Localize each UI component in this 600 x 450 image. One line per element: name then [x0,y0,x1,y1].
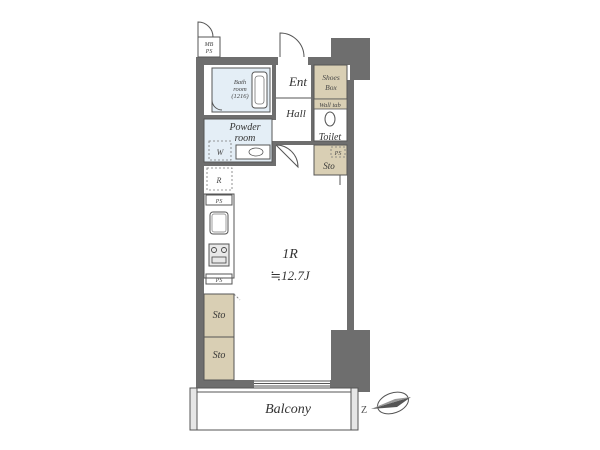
svg-text:Z: Z [361,405,367,416]
compass-north-icon: Z [361,391,411,416]
toilet-side-storage: PS Sto [313,144,348,185]
toilet-room: Wall tab Toilet [313,98,348,143]
ps-label-toilet: PS [334,151,342,157]
room-type-label: 1R [282,247,298,262]
main-room: 1R ≒12.7J [270,247,311,283]
kitchen-column: PS PS [203,193,235,285]
balcony-label: Balcony [265,402,312,417]
room-area-label: ≒12.7J [270,268,311,283]
sto-label-lower: Sto [213,350,226,361]
hall: Hall [285,108,306,120]
entrance: Ent [276,74,311,99]
shoes-label: Shoes [322,73,340,82]
storage-lower: Sto Sto [203,293,241,381]
ps-label-lower: PS [215,278,223,284]
toilet-icon [324,111,336,127]
ps-label-kitchen: PS [215,199,223,205]
shoes-box: Shoes Box [313,64,348,100]
fridge-label: R [216,176,222,185]
powder-label: Powder [228,122,260,133]
bath-room-label: room [233,86,247,93]
powder-room: Powder room W [203,118,273,163]
outer-walls [196,38,370,392]
ps-label: PS [205,49,213,55]
wall-tab-label: Wall tab [319,102,341,109]
bathtub-icon [251,71,268,109]
stove-icon [208,243,230,267]
sto-label-toilet: Sto [323,161,335,171]
bathroom: Bath room (1216) [211,67,271,113]
entrance-label: Ent [288,74,307,89]
door-swing-icon [197,21,305,58]
mb-ps-box: MB PS [197,36,221,58]
room-label: room [235,133,256,144]
mb-label: MB [204,42,214,48]
balcony-window [254,380,330,387]
toilet-label: Toilet [319,132,342,143]
refrigerator: R [206,167,233,191]
bath-label: Bath [234,79,246,86]
sink-icon [235,144,271,160]
hall-label: Hall [285,108,306,120]
sto-label-upper: Sto [213,310,226,321]
bath-size-label: (1216) [231,93,248,100]
balcony: Balcony [189,387,359,431]
washer-label: W [217,148,225,157]
box-label: Box [325,83,337,92]
